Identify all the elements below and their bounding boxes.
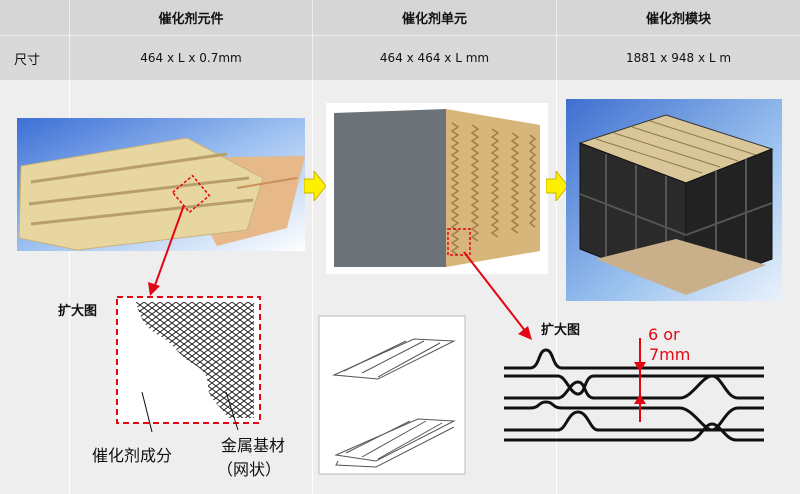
- label-pointer-lines: [141, 391, 239, 433]
- callout-arrow-right: [463, 251, 532, 340]
- catalyst-module-photo: [566, 99, 782, 301]
- header-blank-cell: [0, 0, 69, 35]
- gap-size-line2: 7mm: [649, 345, 691, 364]
- column-divider: [69, 80, 70, 494]
- element-dimension-cell: 464 x L x 0.7mm: [70, 36, 312, 80]
- metal-substrate-label: 金属基材: [221, 436, 286, 455]
- catalyst-unit-photo: [326, 103, 548, 274]
- plate-sketch-drawing: [318, 315, 466, 475]
- enlarged-view-label-right: 扩大图: [541, 323, 581, 338]
- header-text: 催化剂元件: [158, 12, 224, 27]
- catalyst-component-label: 催化剂成分: [92, 446, 173, 465]
- unit-dimension-cell: 464 x 464 x L mm: [313, 36, 556, 80]
- flow-arrow-2: [546, 171, 568, 201]
- header-catalyst-module: 催化剂模块: [557, 0, 800, 35]
- enlarged-view-label: 扩大图: [58, 304, 98, 319]
- catalyst-element-photo: [17, 118, 305, 251]
- header-text: 催化剂单元: [401, 12, 467, 27]
- module-dimension: 1881 x 948 x L m: [625, 51, 732, 65]
- flow-arrow-1: [304, 171, 326, 201]
- size-label-text: 尺寸: [14, 52, 41, 68]
- column-divider: [312, 80, 313, 494]
- mesh-zoom-view: [116, 296, 261, 424]
- unit-dimension: 464 x 464 x L mm: [379, 51, 490, 65]
- element-dimension: 464 x L x 0.7mm: [140, 51, 242, 65]
- mesh-form-label: （网状）: [217, 460, 282, 479]
- header-text: 催化剂模块: [645, 12, 711, 27]
- callout-arrow-left: [148, 204, 185, 296]
- header-catalyst-unit: 催化剂单元: [313, 0, 556, 35]
- gap-size-line1: 6 or: [648, 325, 680, 344]
- size-row-label: 尺寸: [0, 36, 69, 80]
- corrugation-cross-section: [504, 338, 764, 442]
- header-catalyst-element: 催化剂元件: [70, 0, 312, 35]
- module-dimension-cell: 1881 x 948 x L m: [557, 36, 800, 80]
- column-divider: [556, 80, 557, 494]
